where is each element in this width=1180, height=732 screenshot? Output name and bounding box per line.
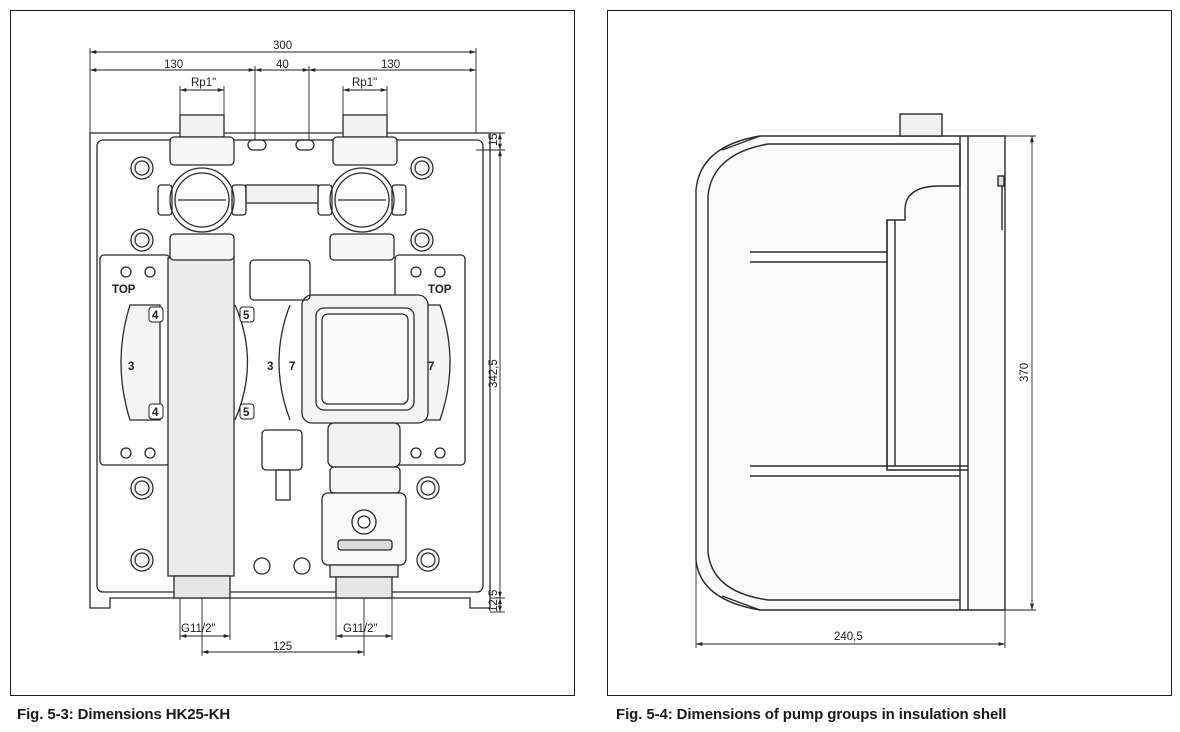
dimensions-fig-5-3 [89, 48, 505, 656]
dim-right-width: 130 [381, 59, 400, 71]
label-7-right: 7 [428, 361, 434, 373]
top-label-right: TOP [428, 284, 452, 296]
dim-bottom-thread-left: G11/2" [181, 623, 216, 635]
dimension-text-fig-5-4: 370 240,5 [834, 363, 1031, 643]
dim-bottom-offset: 12,5 [488, 590, 500, 612]
label-5-top: 5 [243, 310, 250, 322]
dim-bottom-thread-right: G11/2" [343, 623, 378, 635]
label-7-center: 7 [289, 361, 295, 373]
pump-group-front-view [89, 114, 491, 609]
figure-caption-5-4: Fig. 5-4: Dimensions of pump groups in i… [616, 706, 1007, 723]
dim-shell-depth: 240,5 [834, 631, 863, 643]
dim-top-thread-right: Rp1" [352, 77, 377, 89]
dim-center-distance: 125 [273, 641, 292, 653]
dim-shell-height: 370 [1019, 363, 1031, 382]
dim-left-width: 130 [164, 59, 183, 71]
label-5-bottom: 5 [243, 407, 250, 419]
label-3-left: 3 [128, 361, 134, 373]
label-4-top: 4 [152, 310, 159, 322]
dimensions-fig-5-4 [695, 135, 1036, 648]
dim-overall-width: 300 [273, 40, 292, 52]
insulation-shell-side-view [695, 113, 1006, 611]
dim-height: 342,5 [488, 359, 500, 388]
label-4-bottom: 4 [152, 407, 159, 419]
top-label-left: TOP [112, 284, 136, 296]
dim-center-gap: 40 [276, 59, 289, 71]
dimension-text-fig-5-3: 300 130 40 130 Rp1" Rp1" 15 342,5 12,5 G… [164, 40, 500, 653]
drawing-labels: TOP TOP 4 4 5 5 3 3 7 7 [112, 284, 452, 420]
dim-top-offset: 15 [488, 133, 500, 146]
figure-caption-5-3: Fig. 5-3: Dimensions HK25-KH [17, 706, 231, 723]
label-3-center: 3 [267, 361, 273, 373]
dim-top-thread-left: Rp1" [191, 77, 216, 89]
